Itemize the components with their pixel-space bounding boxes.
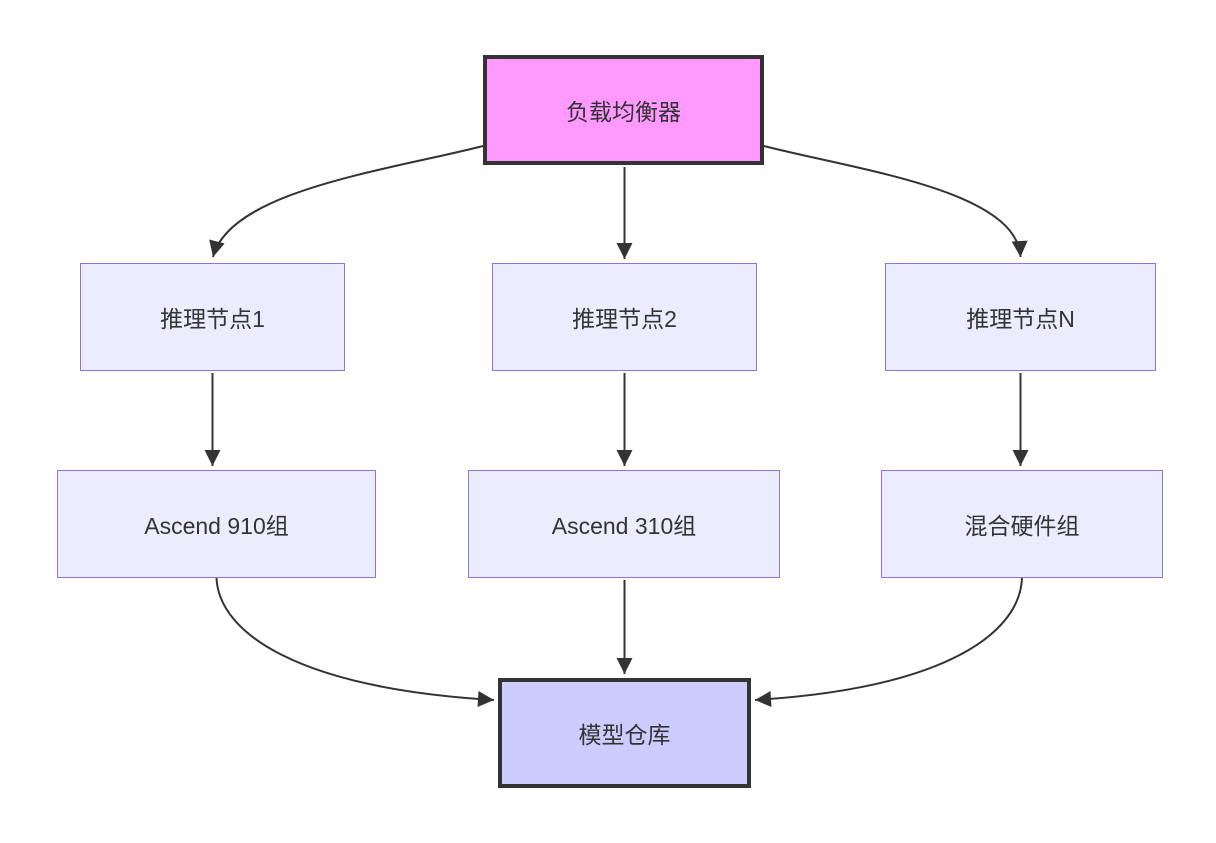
node-inference-node-n: 推理节点N bbox=[885, 263, 1156, 371]
node-inference-node-1-label: 推理节点1 bbox=[160, 306, 265, 332]
edge-load-balancer-to-inference-node-1 bbox=[209, 145, 484, 258]
edge-ascend-910-group-to-model-repository bbox=[215, 577, 495, 708]
node-ascend-310-group: Ascend 310组 bbox=[468, 470, 780, 578]
node-load-balancer-label: 负载均衡器 bbox=[566, 99, 681, 125]
node-model-repository-label: 模型仓库 bbox=[578, 722, 671, 748]
node-ascend-910-group-label: Ascend 910组 bbox=[144, 513, 289, 539]
node-ascend-310-group-label: Ascend 310组 bbox=[551, 513, 697, 539]
node-inference-node-2-label: 推理节点2 bbox=[572, 306, 677, 332]
node-mixed-hardware-group-label: 混合硬件组 bbox=[964, 513, 1080, 539]
edge-load-balancer-to-inference-node-n bbox=[763, 145, 1028, 258]
edge-mixed-hardware-group-to-model-repository bbox=[754, 577, 1023, 707]
node-model-repository: 模型仓库 bbox=[498, 678, 751, 788]
node-mixed-hardware-group: 混合硬件组 bbox=[881, 470, 1163, 578]
node-inference-node-2: 推理节点2 bbox=[492, 263, 757, 371]
node-ascend-910-group: Ascend 910组 bbox=[57, 470, 376, 578]
node-inference-node-n-label: 推理节点N bbox=[966, 306, 1075, 332]
node-load-balancer: 负载均衡器 bbox=[483, 55, 764, 165]
node-inference-node-1: 推理节点1 bbox=[80, 263, 345, 371]
